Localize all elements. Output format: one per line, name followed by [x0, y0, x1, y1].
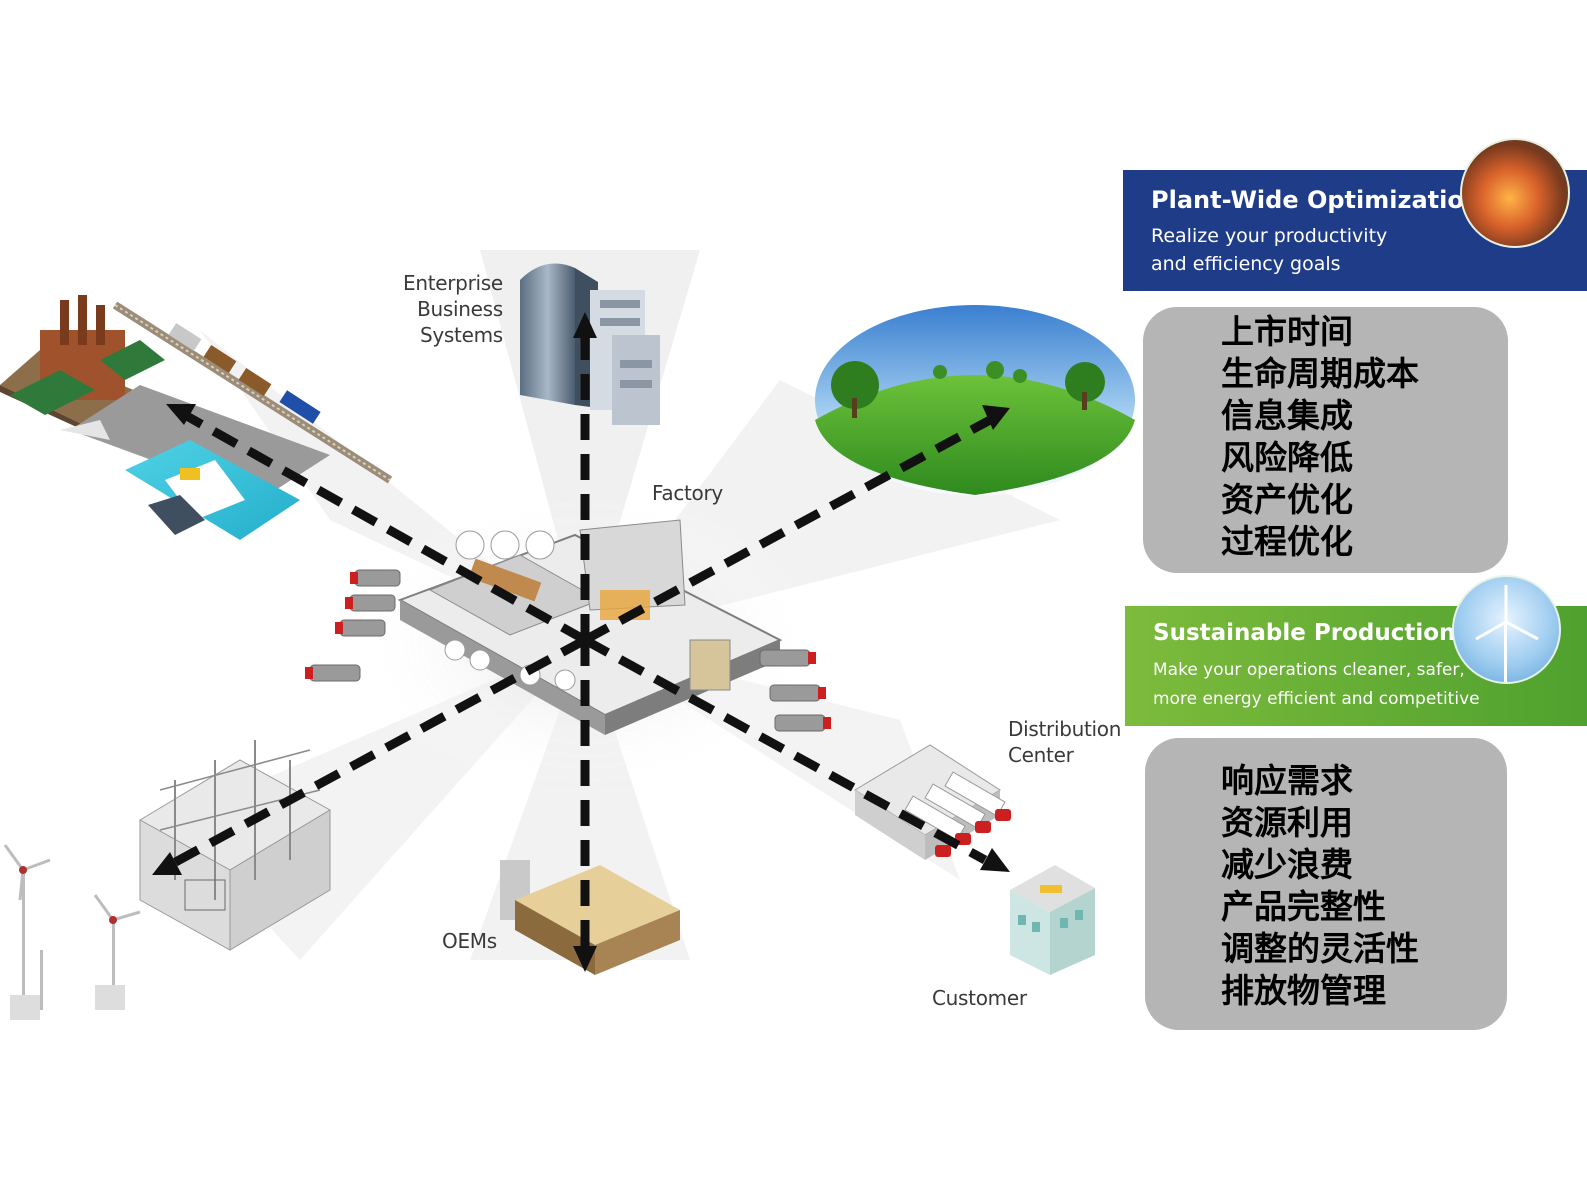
enterprise-building-illustration — [520, 263, 660, 425]
label-customer: Customer — [932, 986, 1027, 1010]
sustainable-benefits-box: 响应需求 资源利用 减少浪费 产品完整性 调整的灵活性 排放物管理 — [1145, 738, 1507, 1030]
customer-building-illustration — [1010, 865, 1095, 975]
label-factory: Factory — [652, 481, 723, 505]
oem-warehouse-illustration — [500, 860, 680, 975]
list-item: 响应需求 — [1221, 761, 1353, 800]
list-item: 过程优化 — [1221, 522, 1353, 561]
label-enterprise-business-systems: Enterprise Business Systems — [403, 271, 503, 347]
plant-wide-title: Plant-Wide Optimization — [1151, 186, 1481, 214]
list-item: 产品完整性 — [1221, 887, 1386, 926]
green-landscape-illustration — [815, 305, 1135, 495]
plant-wide-subtitle-line2: and efficiency goals — [1151, 253, 1341, 275]
factory-port-illustration — [0, 295, 393, 540]
arrow-to-customer — [582, 636, 988, 864]
list-item: 资产优化 — [1221, 480, 1353, 519]
sustainable-subtitle-line2: more energy efficient and competitive — [1153, 689, 1480, 709]
plant-wide-subtitle-line1: Realize your productivity — [1151, 225, 1388, 247]
list-item: 资源利用 — [1221, 803, 1353, 842]
arrow-heads — [152, 312, 1010, 972]
list-item: 减少浪费 — [1221, 845, 1353, 884]
distribution-center-illustration — [854, 744, 1011, 860]
list-item: 上市时间 — [1221, 312, 1353, 351]
list-item: 调整的灵活性 — [1221, 929, 1419, 968]
sustainable-title: Sustainable Production — [1153, 620, 1456, 646]
power-substation-illustration — [139, 740, 331, 951]
furnace-thumbnail — [1460, 138, 1570, 248]
plant-wide-benefits-box: 上市时间 生命周期成本 信息集成 风险降低 资产优化 过程优化 — [1143, 307, 1508, 573]
list-item: 信息集成 — [1221, 396, 1353, 435]
arrow-to-port — [182, 411, 588, 644]
flow-arrows — [167, 330, 993, 955]
sustainable-subtitle-line1: Make your operations cleaner, safer, — [1153, 660, 1465, 680]
wind-turbine-thumbnail — [1452, 575, 1561, 684]
label-oems: OEMs — [442, 929, 497, 953]
wind-turbine-illustration — [3, 844, 141, 1020]
arrow-to-landscape — [582, 416, 993, 644]
list-item: 风险降低 — [1221, 438, 1353, 477]
list-item: 排放物管理 — [1221, 971, 1386, 1010]
central-factory-illustration — [305, 519, 831, 735]
turbine-icon — [1475, 585, 1539, 682]
label-distribution-center: Distribution Center — [1008, 717, 1122, 767]
list-item: 生命周期成本 — [1221, 354, 1419, 393]
